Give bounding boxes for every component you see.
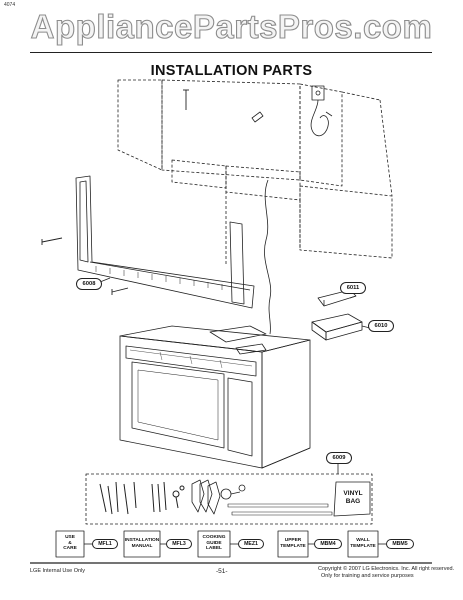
vinyl-bag-label: VINYL BAG xyxy=(343,490,363,505)
doc-cooking-guide-label: COOKING GUIDE LABEL xyxy=(202,535,226,551)
corner-mark: 4074 xyxy=(4,2,16,8)
left-cabinet xyxy=(117,79,163,171)
kit-box xyxy=(85,473,373,525)
top-screw xyxy=(183,89,189,110)
footer-copyright: Copyright © 2007 LG Electronics. Inc. Al… xyxy=(318,566,455,579)
doc-upper-template: UPPER TEMPLATE xyxy=(280,538,306,549)
footer-internal-use: LGE Internal Use Only xyxy=(30,568,86,574)
toggle-bolts xyxy=(191,479,221,515)
power-cord xyxy=(264,179,272,335)
callout-6008: 6008 xyxy=(76,278,102,290)
code-mbm5: MBM5 xyxy=(386,539,414,549)
code-mez1: MEZ1 xyxy=(238,539,264,549)
wall xyxy=(299,185,393,259)
wall-screws xyxy=(41,237,129,295)
upper-cabinets xyxy=(117,79,393,265)
page-number: -51- xyxy=(216,568,228,575)
bracket xyxy=(251,111,264,123)
doc-use-care: USE & CARE xyxy=(63,535,77,551)
page-title: INSTALLATION PARTS xyxy=(150,63,313,79)
filter-strips xyxy=(227,503,333,516)
document-boxes xyxy=(55,530,386,558)
callout-6011: 6011 xyxy=(340,282,366,294)
watermark: AppliancePartsPros.com xyxy=(30,7,433,45)
callout-6009: 6009 xyxy=(326,452,352,464)
mounting-plate xyxy=(75,175,255,309)
callout-6010: 6010 xyxy=(368,320,394,332)
cord-clamp xyxy=(220,484,246,500)
vinyl-bag xyxy=(333,481,371,517)
code-mfl1: MFL1 xyxy=(92,539,118,549)
middle-cabinet xyxy=(161,79,301,181)
top-rule xyxy=(30,52,432,53)
kit-screws xyxy=(99,481,185,515)
duct-adaptor xyxy=(311,313,371,341)
doc-installation-manual: INSTALLATION MANUAL xyxy=(124,538,160,549)
doc-wall-template: WALL TEMPLATE xyxy=(350,538,376,549)
code-mfl3: MFL3 xyxy=(166,539,192,549)
code-mbm4: MBM4 xyxy=(314,539,342,549)
power-outlet xyxy=(310,85,333,137)
microwave-oven xyxy=(119,325,311,469)
